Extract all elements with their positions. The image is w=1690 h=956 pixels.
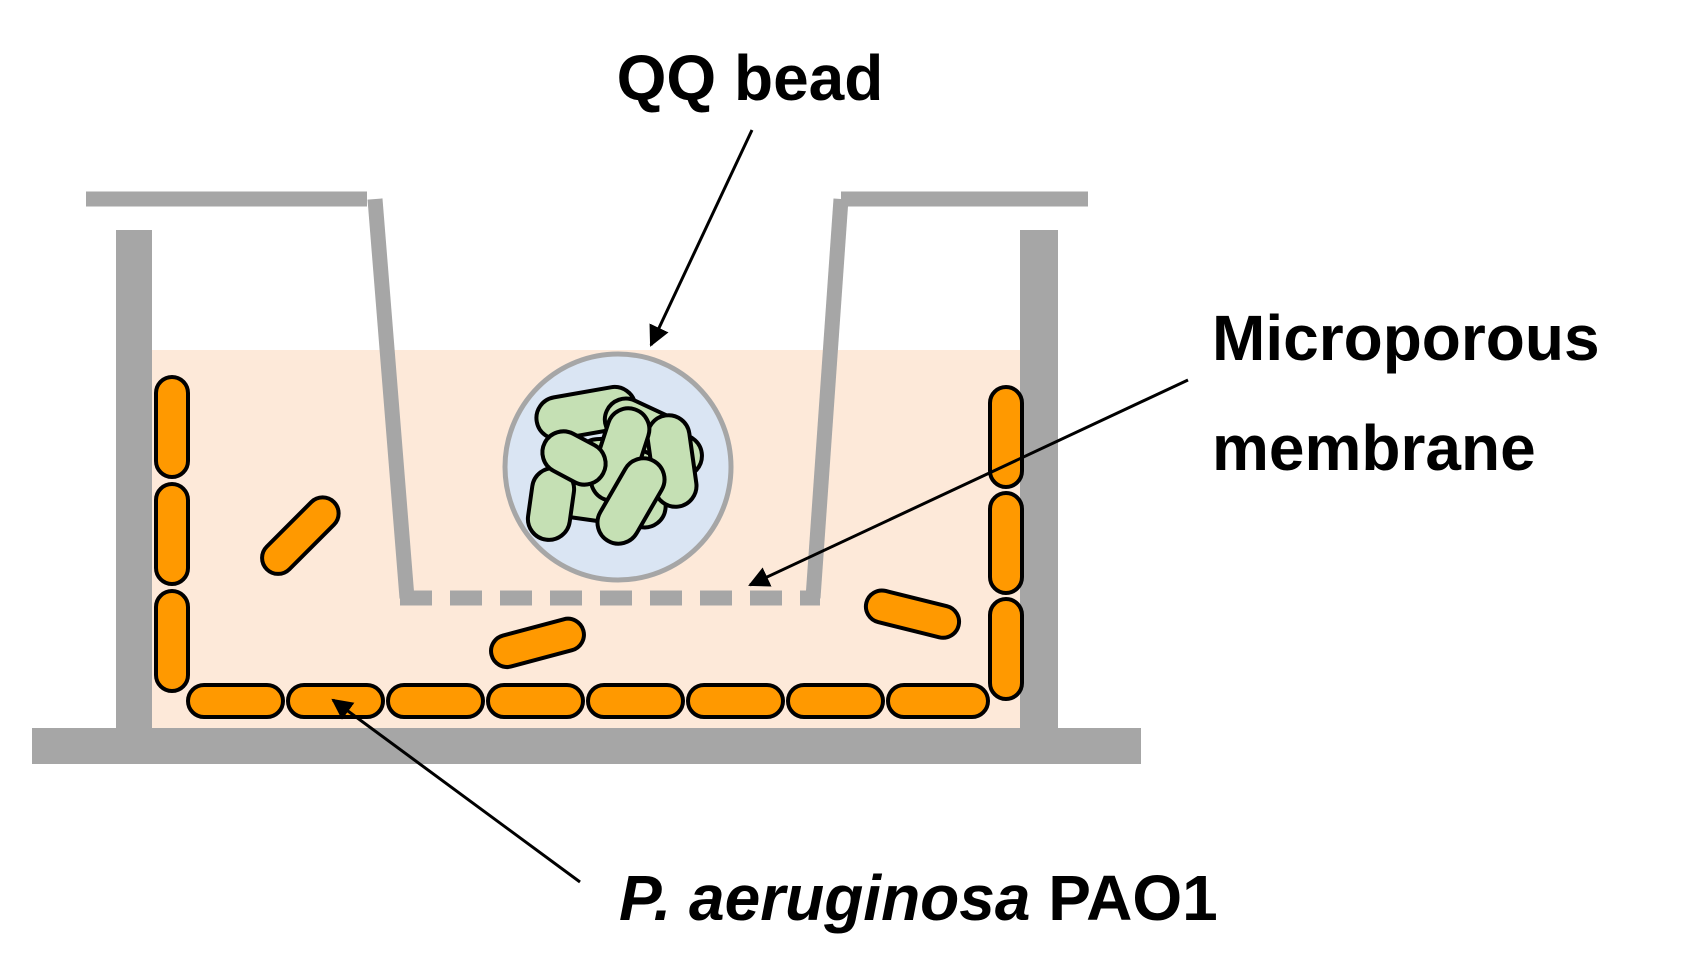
pao1-cell xyxy=(154,482,190,586)
pao1-cells xyxy=(154,375,1024,719)
membrane-label: Microporous membrane xyxy=(1212,302,1617,484)
pao1-cell xyxy=(786,683,885,719)
pao1-cell xyxy=(489,616,586,670)
outer-well xyxy=(32,230,1141,764)
pao1-cell xyxy=(154,589,190,693)
well-wall-right xyxy=(1020,230,1058,728)
pao1-cell xyxy=(154,375,190,479)
pao1-cell xyxy=(886,683,990,719)
pao1-cell xyxy=(386,683,485,719)
membrane-arrow xyxy=(748,378,1189,587)
insert xyxy=(86,191,1088,606)
pao1-species-name: P. aeruginosa xyxy=(619,862,1030,934)
pao1-label: P. aeruginosa PAO1 xyxy=(619,862,1218,934)
pao1-cell xyxy=(988,491,1024,595)
well-wall-left xyxy=(116,230,152,728)
pao1-cell xyxy=(686,683,785,719)
qq-cell xyxy=(540,429,608,487)
qq-cell xyxy=(595,456,667,546)
pao1-cell xyxy=(486,683,585,719)
insert-wall-left xyxy=(367,198,415,599)
pao1-strain-name: PAO1 xyxy=(1030,862,1217,934)
pao1-cell xyxy=(988,597,1024,701)
qq-bead-label: QQ bead xyxy=(617,42,884,114)
membrane-label-line2: membrane xyxy=(1212,412,1536,484)
well-base xyxy=(32,728,1141,764)
qq-bead xyxy=(502,351,734,583)
pao1-cell xyxy=(586,683,685,719)
pao1-arrow xyxy=(331,698,581,884)
insert-wall-right xyxy=(805,198,849,599)
pao1-cell xyxy=(863,588,962,640)
qq-bead-arrow xyxy=(649,129,754,347)
membrane-label-line1: Microporous xyxy=(1212,302,1600,374)
pao1-cell xyxy=(186,683,285,719)
qq-bacteria xyxy=(525,384,704,546)
pao1-cell xyxy=(260,495,341,576)
pointer-arrows xyxy=(331,129,1189,884)
